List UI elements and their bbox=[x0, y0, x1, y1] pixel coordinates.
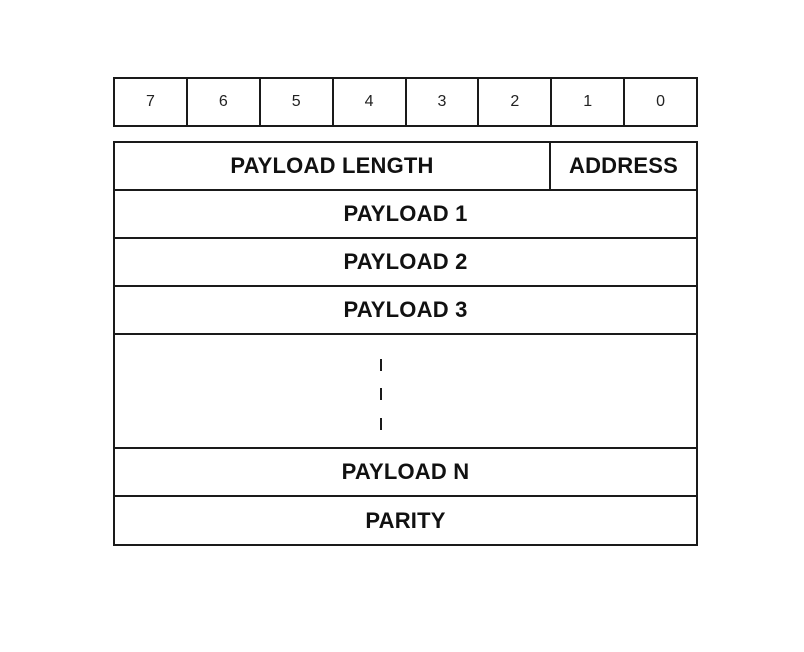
vertical-ellipsis-mark-1 bbox=[380, 359, 382, 371]
bit-cell-1: 1 bbox=[552, 79, 626, 127]
bit-cell-2: 2 bbox=[479, 79, 553, 127]
header-byte-row: PAYLOAD LENGTH ADDRESS bbox=[115, 143, 696, 191]
bit-index-header: 7 6 5 4 3 2 1 0 bbox=[113, 77, 698, 127]
payload-n-row: PAYLOAD N bbox=[115, 449, 696, 497]
continuation-gap-row bbox=[115, 335, 696, 449]
bit-cell-5: 5 bbox=[260, 79, 334, 127]
vertical-ellipsis-mark-3 bbox=[380, 418, 382, 430]
parity-row: PARITY bbox=[365, 507, 446, 533]
payload-3-row: PAYLOAD 3 bbox=[115, 287, 696, 335]
bit-cell-7: 7 bbox=[115, 79, 188, 127]
bit-cell-6: 6 bbox=[187, 79, 261, 127]
bit-cell-4: 4 bbox=[333, 79, 407, 127]
bit-cell-3: 3 bbox=[406, 79, 480, 127]
vertical-ellipsis-mark-2 bbox=[380, 388, 382, 400]
payload-2-row: PAYLOAD 2 bbox=[115, 239, 696, 287]
address-field: ADDRESS bbox=[569, 153, 678, 178]
bit-cell-0: 0 bbox=[625, 79, 698, 127]
packet-frame: PAYLOAD LENGTH ADDRESS PAYLOAD 1 PAYLOAD… bbox=[113, 141, 698, 546]
payload-1-row: PAYLOAD 1 bbox=[115, 191, 696, 239]
payload-length-field: PAYLOAD LENGTH bbox=[115, 143, 551, 189]
